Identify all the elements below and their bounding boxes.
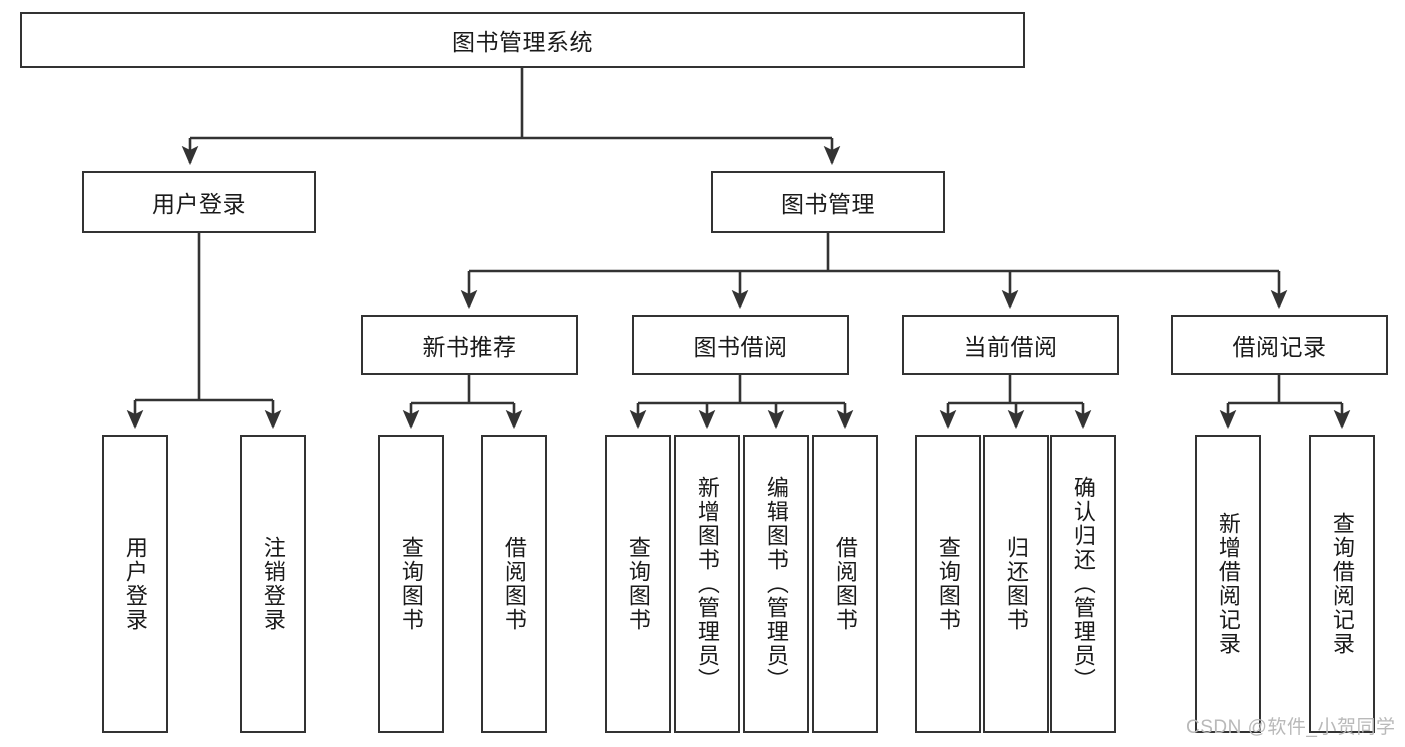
node-leaf-user-login[interactable]: 用户登录 bbox=[102, 435, 168, 733]
node-leaf-edit-book-label: 编辑图书（管理员） bbox=[763, 476, 789, 692]
node-leaf-user-login-label: 用户登录 bbox=[122, 536, 148, 632]
node-borrow-record-label: 借阅记录 bbox=[1232, 334, 1327, 360]
node-leaf-query-book-2-label: 查询图书 bbox=[625, 536, 651, 632]
node-current-borrow-label: 当前借阅 bbox=[963, 334, 1058, 360]
node-book-management[interactable]: 图书管理 bbox=[711, 171, 945, 233]
node-leaf-return-book[interactable]: 归还图书 bbox=[983, 435, 1049, 733]
node-root[interactable]: 图书管理系统 bbox=[20, 12, 1025, 68]
node-current-borrow[interactable]: 当前借阅 bbox=[902, 315, 1119, 375]
node-leaf-query-record[interactable]: 查询借阅记录 bbox=[1309, 435, 1375, 733]
node-leaf-add-book-label: 新增图书（管理员） bbox=[694, 476, 720, 692]
node-leaf-add-book[interactable]: 新增图书（管理员） bbox=[674, 435, 740, 733]
node-leaf-query-book-3-label: 查询图书 bbox=[935, 536, 961, 632]
node-root-label: 图书管理系统 bbox=[452, 29, 593, 55]
node-leaf-borrow-book-2[interactable]: 借阅图书 bbox=[812, 435, 878, 733]
node-user-login-label: 用户登录 bbox=[152, 191, 246, 217]
node-leaf-return-book-label: 归还图书 bbox=[1003, 536, 1029, 632]
node-new-book-recommend[interactable]: 新书推荐 bbox=[361, 315, 578, 375]
node-leaf-query-book-1-label: 查询图书 bbox=[398, 536, 424, 632]
node-leaf-query-book-1[interactable]: 查询图书 bbox=[378, 435, 444, 733]
node-leaf-user-logout-label: 注销登录 bbox=[260, 536, 286, 632]
node-leaf-borrow-book-1-label: 借阅图书 bbox=[501, 536, 527, 632]
node-leaf-query-record-label: 查询借阅记录 bbox=[1329, 512, 1355, 656]
node-book-borrow-label: 图书借阅 bbox=[693, 334, 788, 360]
node-leaf-edit-book[interactable]: 编辑图书（管理员） bbox=[743, 435, 809, 733]
node-book-management-label: 图书管理 bbox=[781, 191, 875, 217]
node-borrow-record[interactable]: 借阅记录 bbox=[1171, 315, 1388, 375]
node-leaf-borrow-book-2-label: 借阅图书 bbox=[832, 536, 858, 632]
node-leaf-borrow-book-1[interactable]: 借阅图书 bbox=[481, 435, 547, 733]
node-book-borrow[interactable]: 图书借阅 bbox=[632, 315, 849, 375]
node-leaf-user-logout[interactable]: 注销登录 bbox=[240, 435, 306, 733]
node-leaf-add-record-label: 新增借阅记录 bbox=[1215, 512, 1241, 656]
watermark-text: CSDN @软件_小贺同学 bbox=[1186, 717, 1396, 738]
node-leaf-confirm-return-label: 确认归还（管理员） bbox=[1070, 476, 1096, 692]
node-leaf-query-book-2[interactable]: 查询图书 bbox=[605, 435, 671, 733]
node-leaf-query-book-3[interactable]: 查询图书 bbox=[915, 435, 981, 733]
node-user-login[interactable]: 用户登录 bbox=[82, 171, 316, 233]
node-leaf-confirm-return[interactable]: 确认归还（管理员） bbox=[1050, 435, 1116, 733]
node-leaf-add-record[interactable]: 新增借阅记录 bbox=[1195, 435, 1261, 733]
node-new-book-recommend-label: 新书推荐 bbox=[422, 334, 517, 360]
